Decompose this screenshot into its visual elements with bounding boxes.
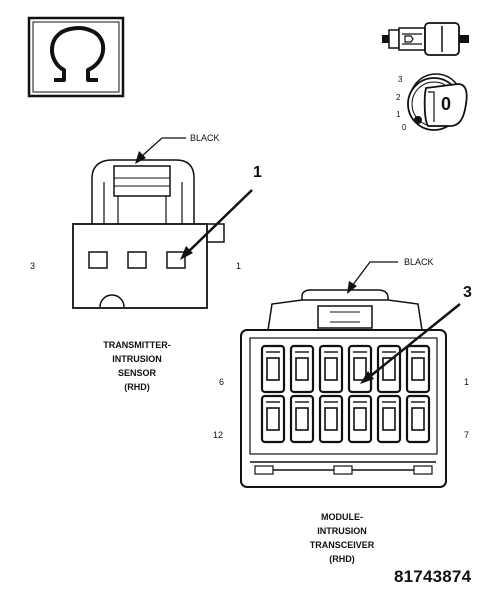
drawing-number: 81743874 bbox=[394, 567, 472, 586]
module-wire-color-label: BLACK bbox=[404, 257, 434, 267]
module-caption-line: TRANSCEIVER bbox=[309, 539, 375, 550]
connector-cavity bbox=[318, 344, 344, 394]
module-pin-top-right: 1 bbox=[464, 377, 470, 387]
connector-cavity bbox=[347, 344, 373, 394]
transmitter-connector-drawing bbox=[72, 137, 253, 309]
transmitter-pin-left: 3 bbox=[30, 261, 36, 271]
transmitter-pin-right: 1 bbox=[236, 261, 242, 271]
transmitter-wire-color-label: BLACK bbox=[190, 133, 220, 143]
ignition-key-label: 0 bbox=[441, 94, 452, 114]
ignition-key-icon bbox=[407, 73, 468, 131]
module-cavity-grid bbox=[260, 344, 431, 444]
connector-cavity bbox=[260, 344, 286, 394]
transmitter-caption-line: INTRUSION bbox=[112, 353, 162, 364]
transmitter-caption-line: SENSOR bbox=[117, 367, 156, 378]
ignition-position-3: 3 bbox=[398, 75, 403, 84]
module-callout-number: 3 bbox=[463, 284, 472, 301]
callout-3-arrow bbox=[360, 303, 461, 384]
connector-cavity bbox=[347, 394, 373, 444]
connector-cavity bbox=[289, 344, 315, 394]
module-pin-top-left: 6 bbox=[219, 377, 225, 387]
module-caption: MODULE- INTRUSION TRANSCEIVER (RHD) bbox=[310, 511, 375, 567]
module-pin-bottom-right: 7 bbox=[464, 430, 470, 440]
connector-cavity bbox=[289, 394, 315, 444]
module-caption-line: (RHD) bbox=[329, 553, 355, 564]
connector-cavity bbox=[376, 344, 402, 394]
ignition-switch-icon bbox=[382, 22, 469, 56]
connector-cavity bbox=[405, 344, 431, 394]
connector-cavity bbox=[260, 394, 286, 444]
ignition-position-2: 2 bbox=[396, 93, 401, 102]
module-caption-line: INTRUSION bbox=[317, 525, 367, 536]
transmitter-caption-line: TRANSMITTER- bbox=[103, 340, 171, 350]
module-pin-bottom-left: 12 bbox=[213, 430, 224, 440]
module-caption-line: MODULE- bbox=[320, 512, 363, 522]
transmitter-caption: TRANSMITTER- INTRUSION SENSOR (RHD) bbox=[103, 339, 171, 395]
ohmmeter-icon bbox=[27, 16, 125, 98]
ignition-position-0: 0 bbox=[402, 123, 407, 132]
ignition-position-1: 1 bbox=[396, 110, 401, 119]
transmitter-caption-line: (RHD) bbox=[124, 381, 150, 392]
connector-cavity bbox=[405, 394, 431, 444]
connector-cavity bbox=[318, 394, 344, 444]
connector-cavity bbox=[376, 394, 402, 444]
transmitter-callout-number: 1 bbox=[253, 164, 262, 181]
